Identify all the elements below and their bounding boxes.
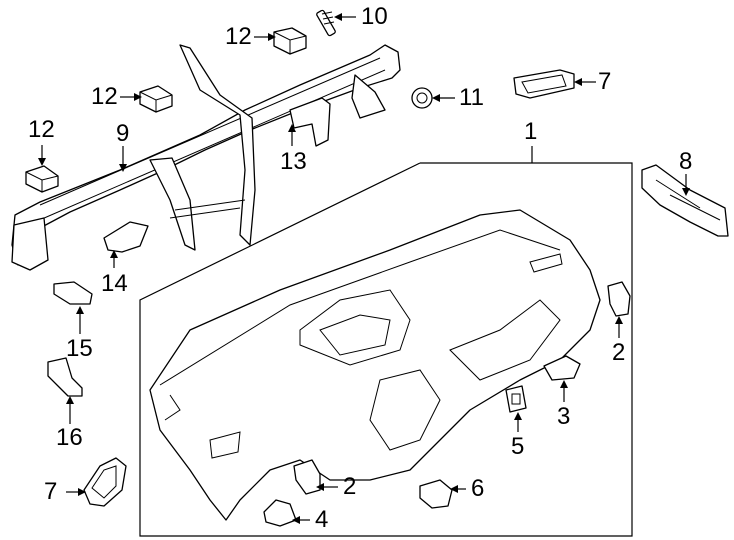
callout-4: 4	[315, 506, 329, 533]
side-clip-right	[607, 281, 631, 317]
cross-car-beam	[11, 44, 401, 271]
callout-11: 11	[459, 84, 484, 111]
side-reinforcement	[641, 164, 729, 237]
callout-15: 15	[66, 335, 93, 362]
callout-10: 10	[361, 3, 388, 30]
callout-13: 13	[280, 148, 307, 175]
instrument-panel	[149, 209, 601, 521]
instrument-panel-group-box	[139, 162, 633, 537]
callout-7-bottom: 7	[44, 478, 58, 505]
bracket-block-left	[25, 165, 59, 193]
callout-9: 9	[116, 120, 130, 147]
callout-16: 16	[56, 424, 83, 451]
callout-2-lower: 2	[343, 473, 357, 500]
callout-1: 1	[524, 118, 538, 145]
switch-part-5	[505, 385, 527, 413]
callout-2-right: 2	[612, 339, 626, 366]
callout-8: 8	[679, 148, 693, 175]
grommet-part	[411, 87, 433, 109]
leader-lines	[38, 13, 690, 524]
clip-part-6	[419, 479, 453, 509]
callout-12-left: 12	[28, 116, 55, 143]
vent-bezel-bottom	[83, 457, 127, 507]
vent-bezel-top	[513, 69, 575, 99]
retainer-part-4	[263, 499, 297, 527]
callout-12-middle: 12	[91, 83, 118, 110]
side-clip-lower	[293, 459, 321, 495]
bracket-block-top	[273, 27, 307, 55]
mounting-bracket	[289, 97, 331, 147]
lower-bracket	[47, 357, 83, 397]
callout-7-top: 7	[598, 68, 612, 95]
callout-6: 6	[471, 475, 485, 502]
callout-14: 14	[101, 270, 128, 297]
retainer-part-3	[543, 355, 581, 381]
callout-12-top: 12	[225, 23, 252, 50]
support-bracket	[103, 221, 149, 253]
bolt-part	[316, 9, 336, 37]
callout-3: 3	[557, 403, 571, 430]
clip-bracket	[53, 281, 93, 305]
callout-5: 5	[511, 433, 525, 460]
bracket-block-middle	[139, 85, 173, 113]
